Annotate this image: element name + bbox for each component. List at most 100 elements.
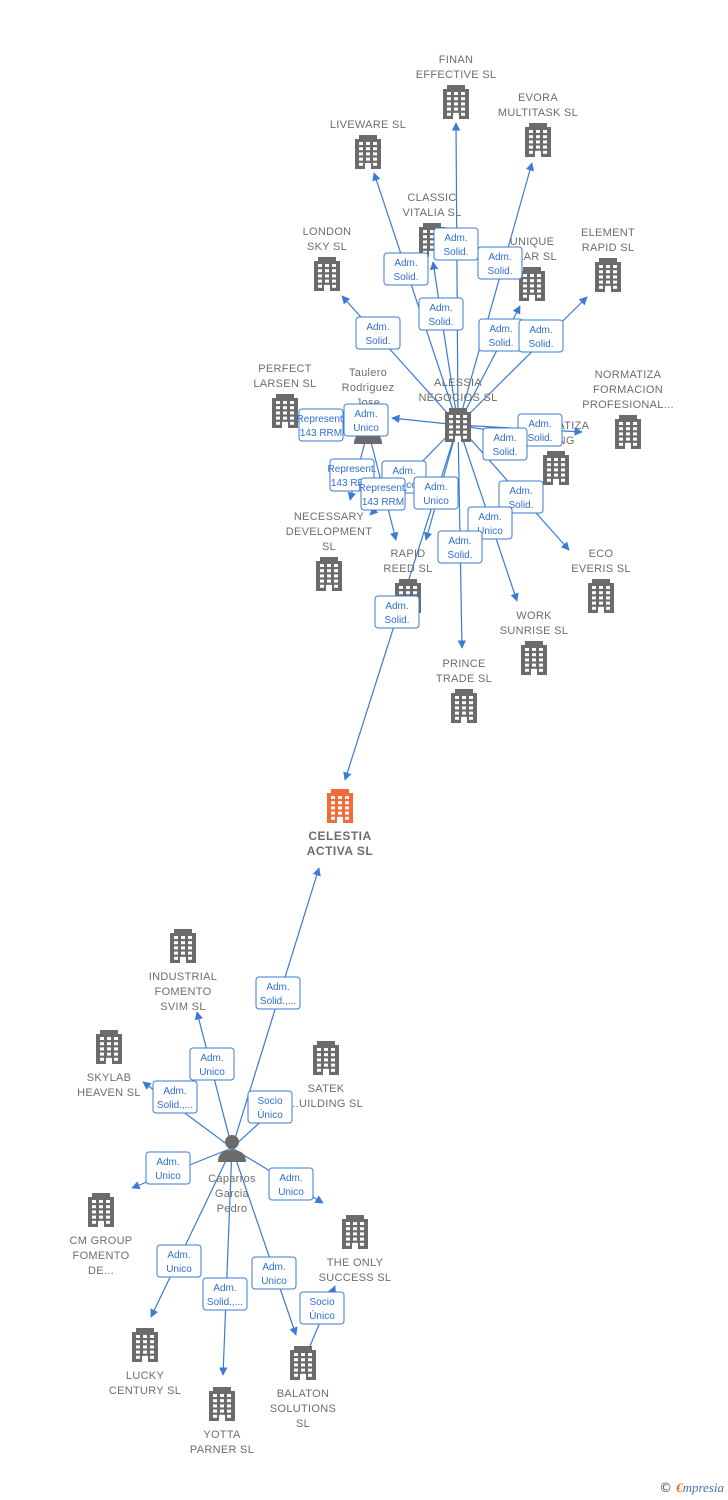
building-icon[interactable] xyxy=(272,394,298,428)
person-icon[interactable] xyxy=(218,1135,246,1162)
node-evora[interactable]: EVORA MULTITASK SL xyxy=(498,92,578,157)
relation-text: Adm. xyxy=(385,601,408,612)
relation-label-r27[interactable]: Adm.Solid.,... xyxy=(202,1277,248,1311)
building-icon[interactable] xyxy=(588,579,614,613)
building-icon[interactable] xyxy=(525,123,551,157)
node-label: SKYLAB xyxy=(87,1072,132,1084)
node-lucky[interactable]: LUCKY CENTURY SL xyxy=(109,1328,181,1397)
relation-label-r4[interactable]: Adm.Solid. xyxy=(418,297,464,331)
node-label: SOLUTIONS xyxy=(270,1403,336,1415)
relation-label-r25[interactable]: Adm.Unico xyxy=(268,1167,314,1201)
building-icon[interactable] xyxy=(451,689,477,723)
relation-label-r18[interactable]: Adm.Solid. xyxy=(437,530,483,564)
relation-label-r28[interactable]: Adm.Unico xyxy=(251,1256,297,1290)
node-cmgroup[interactable]: CM GROUPFOMENTODE... xyxy=(70,1193,133,1277)
building-icon[interactable] xyxy=(615,415,641,449)
relation-text: Unico xyxy=(261,1276,287,1287)
relation-label-r6[interactable]: Adm.Solid. xyxy=(478,318,524,352)
node-label: EVORA xyxy=(518,92,558,104)
empresia-footer[interactable]: ©€mpresia xyxy=(659,1480,724,1496)
node-label: NEGOCIOS SL xyxy=(418,392,497,404)
node-label: RAPID SL xyxy=(582,242,635,254)
building-icon[interactable] xyxy=(521,641,547,675)
building-icon[interactable] xyxy=(327,789,353,823)
relation-label-r7[interactable]: Adm.Solid. xyxy=(518,319,564,353)
building-icon[interactable] xyxy=(543,451,569,485)
relation-label-r22[interactable]: Adm.Solid.,... xyxy=(152,1080,198,1114)
building-icon[interactable] xyxy=(132,1328,158,1362)
relation-text: Solid. xyxy=(492,447,517,458)
node-label: MULTITASK SL xyxy=(498,107,578,119)
relation-label-r12[interactable]: Represent.143 RRM xyxy=(359,477,408,511)
node-label: FOMENTO xyxy=(73,1250,130,1262)
node-label: DEVELOPMENT xyxy=(286,526,372,538)
building-icon[interactable] xyxy=(314,257,340,291)
edge-alessia-classic xyxy=(429,261,459,426)
relation-text: Adm. xyxy=(354,409,377,420)
relation-text: Represent. xyxy=(359,483,408,494)
node-label: FINAN xyxy=(439,54,474,66)
relation-label-r16[interactable]: Adm.Solid. xyxy=(498,480,544,514)
node-label: NECESSARY xyxy=(294,511,365,523)
building-icon[interactable] xyxy=(445,408,471,442)
relation-label-r5[interactable]: Adm.Solid. xyxy=(355,316,401,350)
node-satek[interactable]: SATEK...UILDING SL xyxy=(289,1041,363,1110)
building-icon[interactable] xyxy=(316,557,342,591)
relation-text: Solid.,... xyxy=(260,996,296,1007)
node-label: ACTIVA SL xyxy=(307,844,374,858)
brand-name: mpresia xyxy=(682,1480,724,1495)
relation-label-r26[interactable]: Adm.Unico xyxy=(156,1244,202,1278)
building-icon[interactable] xyxy=(342,1215,368,1249)
building-icon[interactable] xyxy=(355,135,381,169)
relation-label-r21[interactable]: Adm.Unico xyxy=(189,1047,235,1081)
relation-label-r3[interactable]: Adm.Solid. xyxy=(477,246,523,280)
relation-label-r13[interactable]: Adm.Solid. xyxy=(517,413,563,447)
relation-text: Unico xyxy=(155,1171,181,1182)
relation-label-r20[interactable]: Adm. Solid.,... xyxy=(255,976,301,1010)
relation-label-r9[interactable]: Adm.Unico xyxy=(343,403,389,437)
building-icon[interactable] xyxy=(170,929,196,963)
building-icon[interactable] xyxy=(519,267,545,301)
building-icon[interactable] xyxy=(88,1193,114,1227)
relation-text: Solid. xyxy=(443,247,468,258)
building-icon[interactable] xyxy=(595,258,621,292)
relation-label-r8[interactable]: Represent.143 RRM xyxy=(297,408,346,442)
relation-text: Adm. xyxy=(266,982,289,993)
building-icon[interactable] xyxy=(290,1346,316,1380)
node-liveware[interactable]: LIVEWARE SL xyxy=(330,119,406,169)
relation-text: Solid. xyxy=(488,338,513,349)
node-label: ...UILDING SL xyxy=(289,1098,363,1110)
node-label: LUCKY xyxy=(126,1370,165,1382)
relation-label-r24[interactable]: Adm.Unico xyxy=(145,1151,191,1185)
relation-label-r19[interactable]: Adm.Solid. xyxy=(374,595,420,629)
building-icon[interactable] xyxy=(443,85,469,119)
relation-labels-layer: Adm.Solid.Adm.Solid.Adm.Solid.Adm.Solid.… xyxy=(145,227,564,1325)
building-icon[interactable] xyxy=(209,1387,235,1421)
relation-label-r14[interactable]: Adm.Solid. xyxy=(482,427,528,461)
relation-label-r15[interactable]: Adm.Unico xyxy=(413,476,459,510)
relation-label-r2[interactable]: Adm.Solid. xyxy=(383,252,429,286)
building-icon[interactable] xyxy=(313,1041,339,1075)
node-normatiza_f[interactable]: NORMATIZAFORMACIONPROFESIONAL... xyxy=(582,369,674,449)
node-label: CENTURY SL xyxy=(109,1385,181,1397)
relation-label-r1[interactable]: Adm.Solid. xyxy=(433,227,479,261)
building-icon[interactable] xyxy=(96,1030,122,1064)
